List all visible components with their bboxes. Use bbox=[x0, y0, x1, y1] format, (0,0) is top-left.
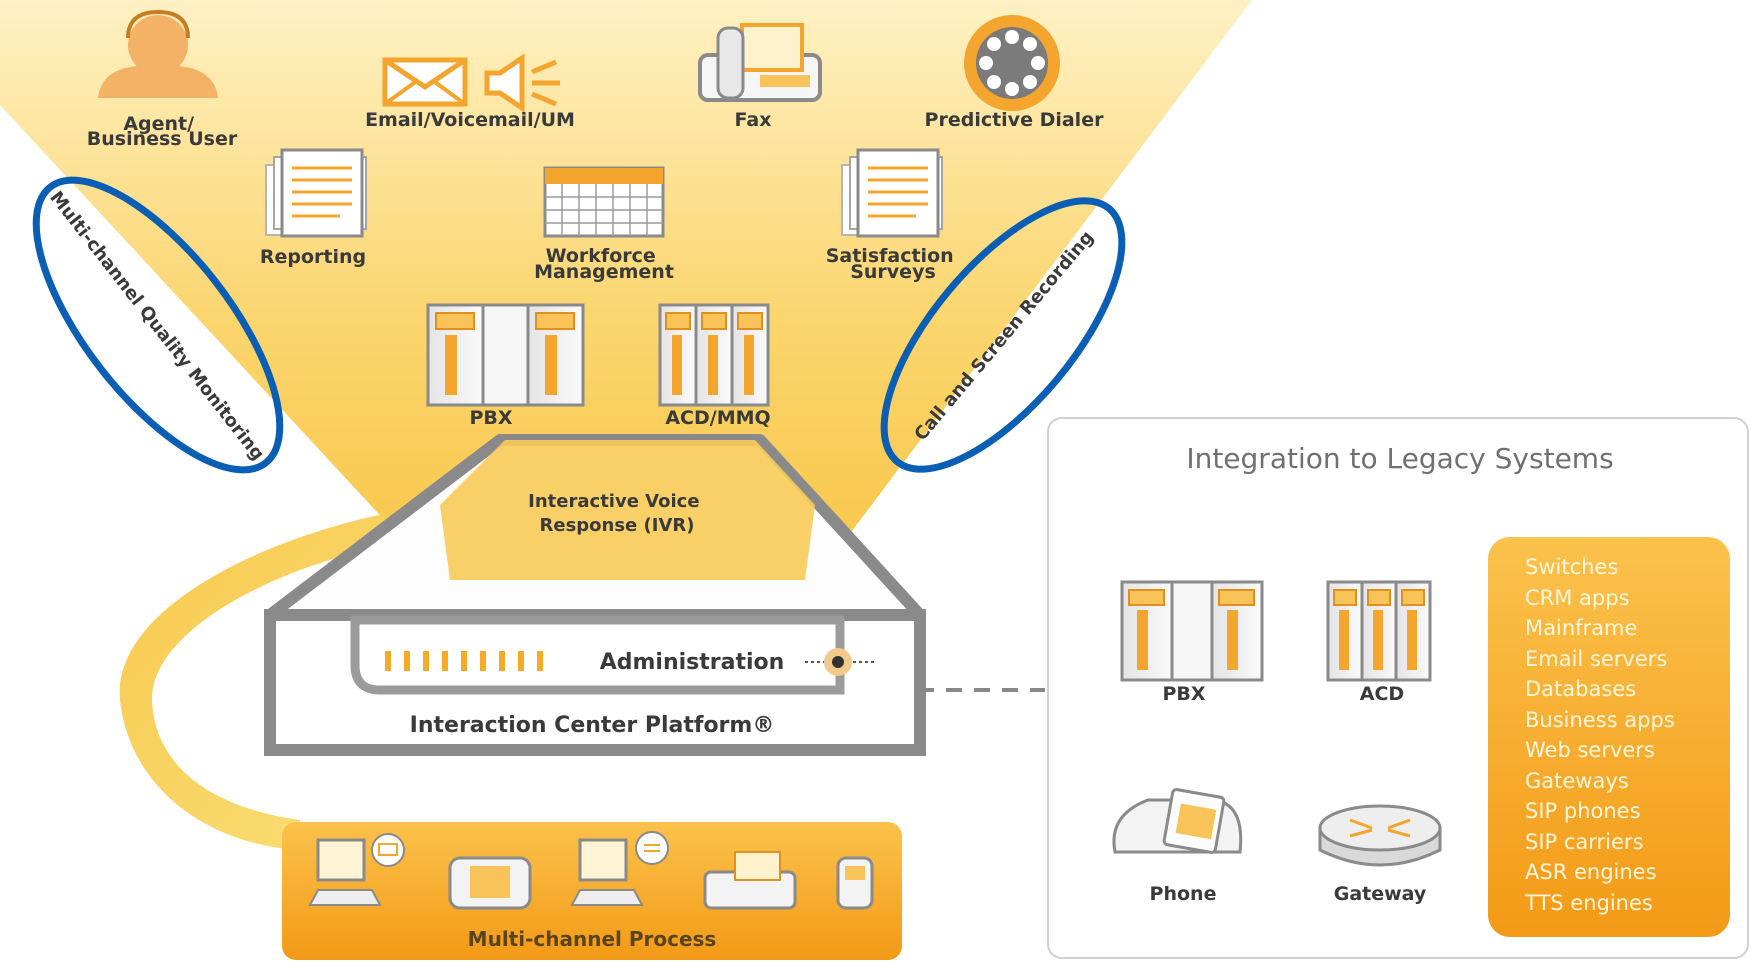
speaker-icon bbox=[484, 53, 560, 113]
legacy-system-item: SIP phones bbox=[1525, 799, 1641, 823]
email-label: Email/Voicemail/UM bbox=[365, 109, 575, 131]
legacy-system-item: Gateways bbox=[1525, 769, 1629, 793]
pbx-server-icon bbox=[426, 303, 585, 407]
multichannel-process-label: Multi-channel Process bbox=[468, 927, 717, 951]
legacy-system-item: TTS engines bbox=[1524, 891, 1653, 915]
recording-callout-ring bbox=[880, 197, 1126, 473]
legacy-pbx-icon bbox=[1120, 580, 1264, 682]
reporting-label: Reporting bbox=[260, 246, 366, 268]
fax-icon bbox=[698, 23, 822, 102]
workforce-icon bbox=[543, 166, 665, 238]
agent-icon bbox=[98, 9, 218, 98]
agent-label: Agent/ Business User bbox=[87, 113, 238, 150]
legacy-system-item: Business apps bbox=[1525, 708, 1675, 732]
platform-name-label: Interaction Center Platform® bbox=[410, 713, 775, 738]
workforce-label: Workforce Management bbox=[534, 245, 674, 283]
legacy-gateway-icon bbox=[1318, 804, 1442, 867]
legacy-phone-label: Phone bbox=[1150, 883, 1217, 905]
legacy-system-item: Databases bbox=[1525, 677, 1636, 701]
legacy-system-item: Switches bbox=[1525, 555, 1618, 579]
legacy-system-item: SIP carriers bbox=[1525, 830, 1644, 854]
legacy-pbx-label: PBX bbox=[1162, 683, 1205, 705]
legacy-system-item: Mainframe bbox=[1525, 616, 1637, 640]
legacy-acd-label: ACD bbox=[1360, 683, 1404, 705]
legacy-acd-icon bbox=[1326, 580, 1432, 682]
admin-indicator-lights bbox=[385, 651, 543, 671]
reporting-icon bbox=[265, 148, 367, 238]
surveys-icon bbox=[841, 148, 943, 238]
fax-machine-icon bbox=[703, 851, 797, 910]
legacy-systems-list: Switches CRM apps Mainframe Email server… bbox=[1524, 555, 1675, 915]
ribbon bbox=[119, 505, 440, 850]
computer-icon bbox=[570, 838, 644, 906]
legacy-gateway-label: Gateway bbox=[1334, 883, 1427, 905]
legacy-system-item: Email servers bbox=[1525, 647, 1667, 671]
legacy-systems-list-box bbox=[1488, 537, 1730, 937]
administration-label: Administration bbox=[600, 650, 785, 675]
surveys-label: Satisfaction Surveys bbox=[826, 245, 961, 283]
dialer-label: Predictive Dialer bbox=[925, 109, 1105, 131]
desk-phone-icon bbox=[448, 856, 532, 910]
legacy-phone-icon bbox=[1112, 788, 1243, 854]
acd-server-icon bbox=[658, 303, 770, 407]
beam-background bbox=[0, 0, 1252, 580]
quality-monitoring-callout-ring bbox=[32, 176, 284, 474]
ivr-label: Interactive Voice Response (IVR) bbox=[528, 491, 706, 536]
mobile-phone-icon bbox=[836, 856, 874, 910]
legacy-title: Integration to Legacy Systems bbox=[1186, 442, 1613, 475]
multichannel-device-icons bbox=[308, 831, 874, 910]
legacy-system-item: ASR engines bbox=[1525, 860, 1657, 884]
email-bubble-icon bbox=[371, 833, 405, 867]
acd-label: ACD/MMQ bbox=[665, 407, 770, 429]
computer-icon bbox=[308, 838, 382, 906]
legacy-system-item: CRM apps bbox=[1525, 586, 1630, 610]
email-icon bbox=[382, 57, 468, 107]
dialer-icon bbox=[964, 15, 1060, 111]
admin-dial-icon bbox=[805, 648, 875, 676]
ivr-hexagon bbox=[440, 440, 815, 580]
chat-bubble-icon bbox=[635, 831, 669, 865]
pbx-label: PBX bbox=[469, 407, 512, 429]
legacy-system-item: Web servers bbox=[1525, 738, 1655, 762]
fax-label: Fax bbox=[735, 109, 772, 131]
